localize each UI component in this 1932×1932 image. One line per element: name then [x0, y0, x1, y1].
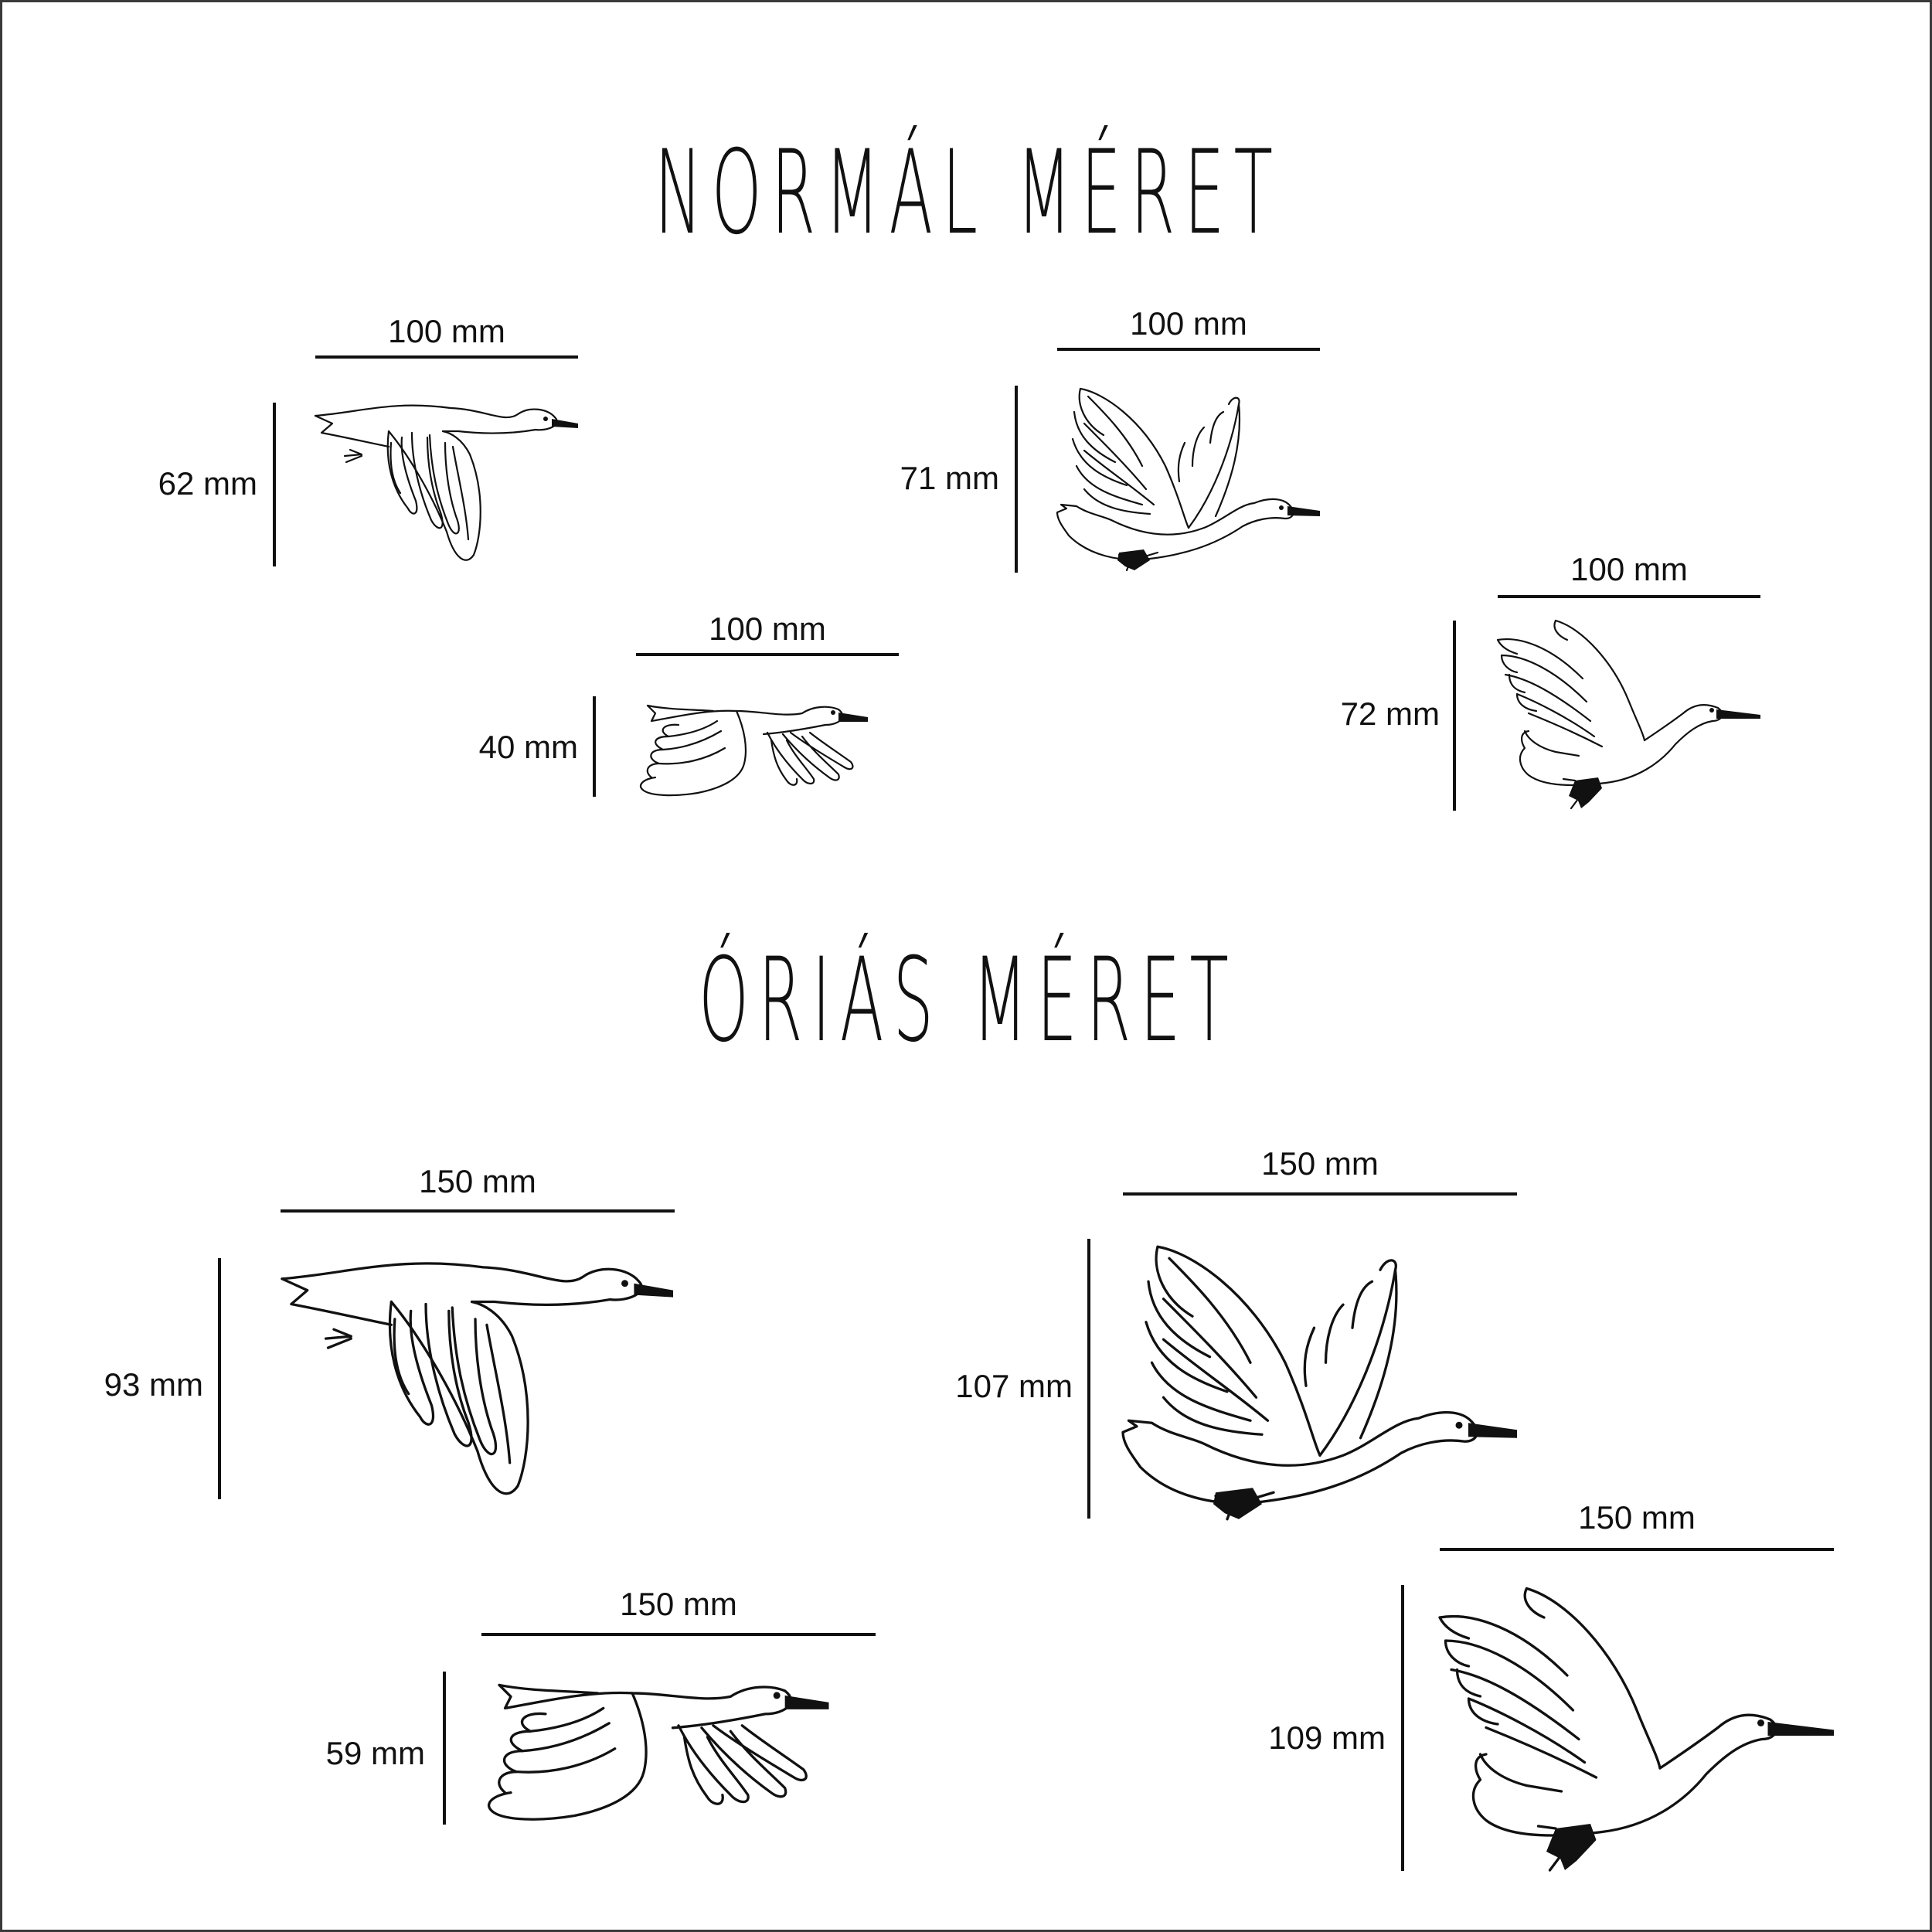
height-label: 62 mm [158, 465, 257, 502]
height-dimension-line [1087, 1239, 1090, 1519]
width-label: 150 mm [1578, 1499, 1696, 1536]
height-label: 107 mm [955, 1368, 1073, 1404]
goose-glide-icon [281, 1262, 674, 1495]
goose-wings-up-icon [1438, 1587, 1834, 1872]
height-label: 59 mm [325, 1735, 425, 1771]
height-label: 40 mm [478, 729, 578, 765]
height-dimension-line [593, 696, 596, 797]
section-title-normal: NORMÁL MÉRET [654, 126, 1283, 260]
goose-level-icon [639, 704, 868, 797]
height-dimension-line [218, 1258, 221, 1499]
height-label: 109 mm [1268, 1719, 1386, 1756]
width-dimension-line [1123, 1192, 1517, 1196]
height-label: 72 mm [1340, 696, 1440, 732]
width-dimension-line [315, 355, 578, 359]
goose-wings-up-icon [1496, 619, 1760, 810]
width-label: 100 mm [709, 611, 826, 647]
width-dimension-line [281, 1209, 675, 1213]
width-label: 150 mm [620, 1586, 737, 1622]
width-dimension-line [481, 1633, 876, 1636]
goose-level-icon [488, 1683, 829, 1821]
width-label: 150 mm [419, 1163, 536, 1199]
section-title-orias: ÓRIÁS MÉRET [699, 934, 1238, 1068]
goose-wings-up-icon [1056, 387, 1320, 572]
goose-glide-icon [314, 404, 578, 561]
width-label: 100 mm [388, 313, 505, 349]
height-dimension-line [273, 403, 276, 566]
height-dimension-line [1453, 621, 1456, 811]
height-label: 93 mm [104, 1366, 203, 1403]
height-dimension-line [443, 1672, 446, 1825]
height-dimension-line [1401, 1585, 1404, 1871]
width-dimension-line [636, 653, 899, 656]
width-label: 100 mm [1570, 551, 1688, 587]
height-label: 71 mm [900, 460, 999, 496]
height-dimension-line [1015, 386, 1018, 573]
width-label: 150 mm [1261, 1145, 1379, 1182]
width-label: 100 mm [1130, 305, 1247, 342]
width-dimension-line [1498, 595, 1760, 598]
width-dimension-line [1057, 348, 1320, 351]
width-dimension-line [1440, 1548, 1834, 1551]
goose-wings-up-icon [1121, 1245, 1517, 1521]
